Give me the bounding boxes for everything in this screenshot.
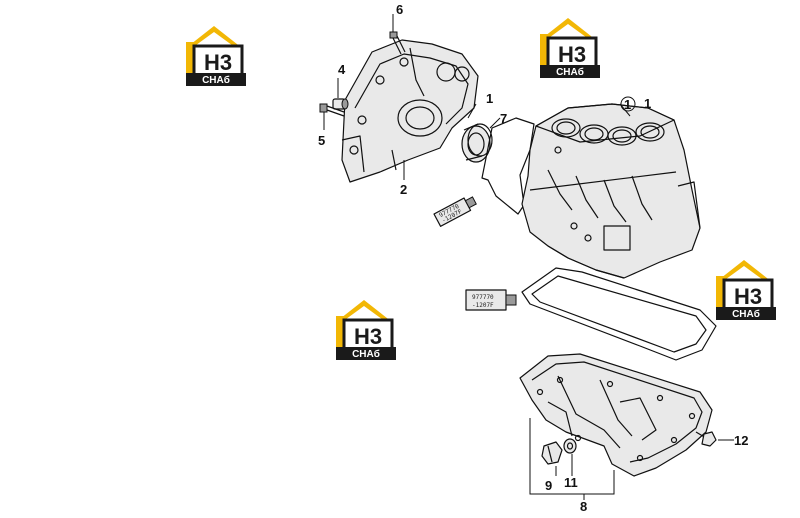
svg-text:H3: H3 xyxy=(734,284,762,309)
callout-12: 12 xyxy=(734,433,748,448)
svg-text:H3: H3 xyxy=(204,50,232,75)
callout-1-housing: 1 xyxy=(486,91,493,106)
watermark-logo-2: H3 CHAб xyxy=(538,16,602,80)
svg-text:CHAб: CHAб xyxy=(732,308,760,320)
drain-plug-9 xyxy=(541,441,563,465)
callout-1-block-label: 1 xyxy=(644,96,651,111)
plug-4 xyxy=(332,98,349,110)
svg-text:CHAб: CHAб xyxy=(202,74,230,86)
rear-seal-7 xyxy=(461,123,493,163)
callout-5: 5 xyxy=(318,133,325,148)
callout-1-block: 1 1 xyxy=(620,96,651,112)
sealant-tube-large-code-2: -1207F xyxy=(472,302,494,309)
leader-lines xyxy=(323,14,734,500)
svg-text:H3: H3 xyxy=(354,324,382,349)
callout-9: 9 xyxy=(545,478,552,493)
washer-11 xyxy=(563,438,577,454)
callout-4: 4 xyxy=(338,62,346,77)
callout-2: 2 xyxy=(400,182,407,197)
oil-pan-gasket xyxy=(521,267,717,361)
svg-text:H3: H3 xyxy=(558,42,586,67)
sealant-tube-large: 977770 -1207F xyxy=(465,289,517,311)
watermark-logo-1: H3 CHAб xyxy=(184,24,248,88)
bolt-12 xyxy=(695,431,717,447)
callout-11: 11 xyxy=(564,475,578,490)
callout-8: 8 xyxy=(580,499,587,514)
sealant-tube-large-code-1: 977770 xyxy=(472,294,494,301)
engine-block xyxy=(521,103,701,279)
watermark-logo-3: H3 CHAб xyxy=(714,258,778,322)
flywheel-housing xyxy=(341,39,479,183)
oil-pan xyxy=(519,353,713,477)
svg-text:CHAб: CHAб xyxy=(556,66,584,78)
callout-7: 7 xyxy=(500,111,507,126)
callout-1-circled: 1 xyxy=(624,97,631,112)
sealant-tube-small: 977770 -1207F xyxy=(433,196,477,227)
callout-6: 6 xyxy=(396,2,403,17)
svg-text:CHAб: CHAб xyxy=(352,348,380,360)
watermark-logo-4: H3 CHAб xyxy=(334,298,398,362)
